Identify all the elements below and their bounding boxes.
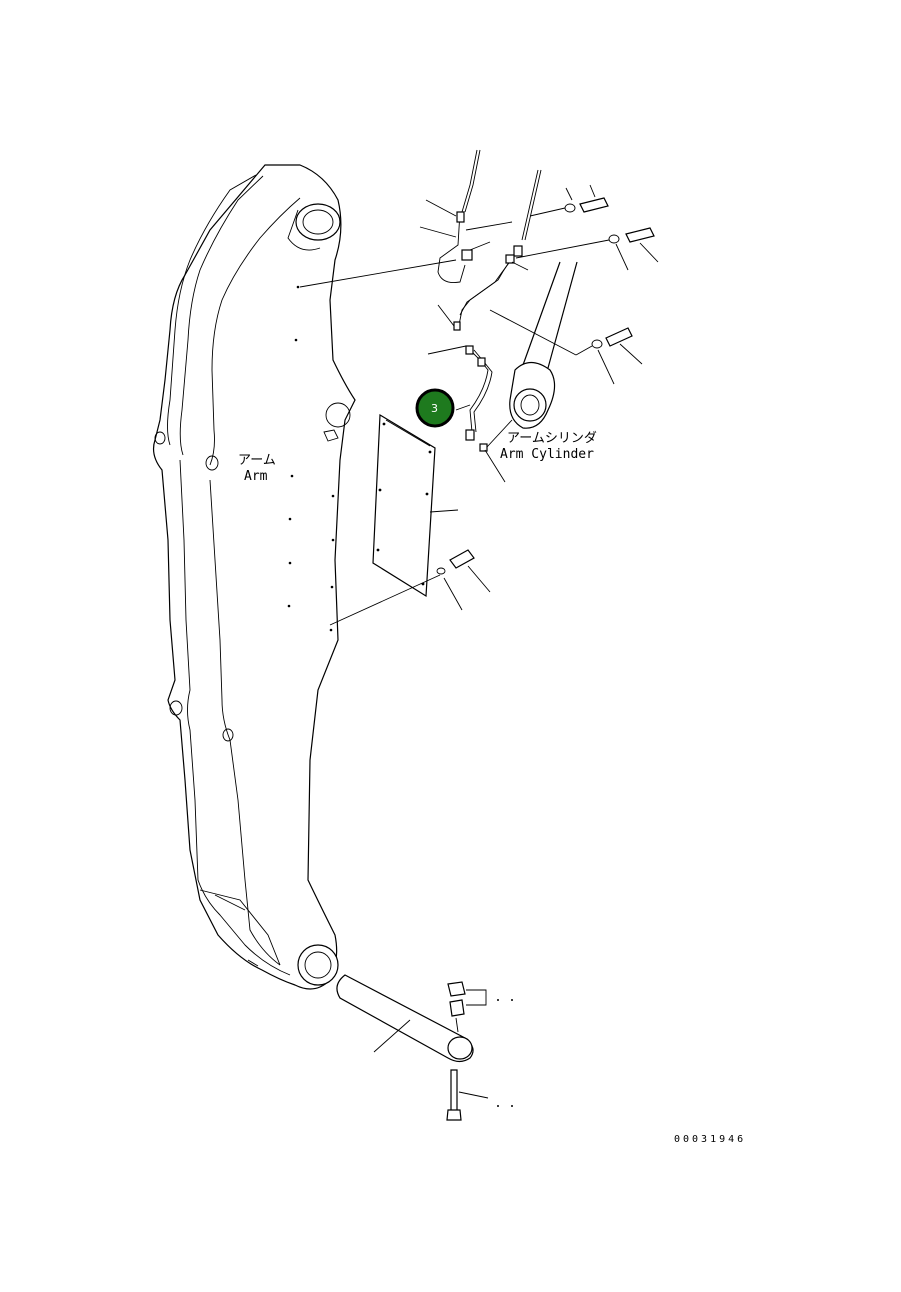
cover-plate <box>372 413 459 598</box>
cylinder-label-jp: アームシリンダ <box>507 431 597 446</box>
callout-3-badge[interactable] <box>415 388 455 428</box>
drawing-number: 00031946 <box>674 1134 746 1145</box>
arm-body <box>152 164 356 990</box>
bolts-washers <box>515 184 659 385</box>
arm-label-jp: アーム <box>238 453 276 468</box>
cylinder-label-en: Arm Cylinder <box>500 447 594 462</box>
arm-cylinder <box>486 261 578 448</box>
callout-3-number: 3 <box>431 402 438 415</box>
arm-label-en: Arm <box>244 469 268 484</box>
plate-bolt <box>329 549 491 626</box>
pin-assembly <box>336 974 513 1121</box>
callout-3[interactable]: 3 <box>415 388 455 428</box>
hydraulic-piping <box>299 149 593 483</box>
